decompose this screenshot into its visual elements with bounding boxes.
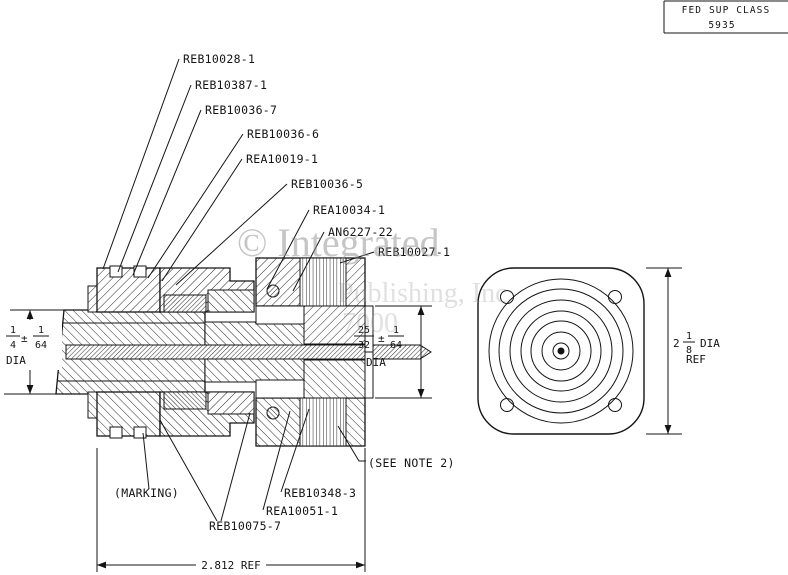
callout-label: (SEE NOTE 2) xyxy=(368,456,455,470)
dimension-length-value: 2.812 REF xyxy=(201,559,261,572)
watermark-line2: Publishing, Inc xyxy=(338,278,508,309)
clamp-ferrule xyxy=(207,289,255,313)
dimension-cable-suffix: DIA xyxy=(6,354,26,367)
dimension-front-denominator: 32 xyxy=(358,340,370,351)
seal-bushing xyxy=(163,294,207,313)
fed-sup-class-value: 5935 xyxy=(708,20,735,31)
mounting-hole xyxy=(608,290,622,304)
dimension-cable-denominator: 4 xyxy=(10,340,16,351)
leader-line xyxy=(132,109,202,276)
ring-circle xyxy=(520,310,602,392)
arrowhead xyxy=(664,425,672,434)
callout-labels: REB10028-1 REB10387-1 REB10036-7 REB1003… xyxy=(114,52,455,533)
callout-label: REB10027-1 xyxy=(378,245,450,259)
callout-label: AN6227-22 xyxy=(328,225,393,239)
leader-line xyxy=(339,251,375,264)
leader-line xyxy=(147,133,244,279)
callout-label: REB10387-1 xyxy=(195,78,267,92)
leader-line xyxy=(117,84,192,273)
cable-section xyxy=(55,309,432,395)
o-ring xyxy=(266,284,280,298)
arrowhead xyxy=(417,389,425,398)
center-conductor xyxy=(65,344,432,360)
dimension-cable-numerator: 1 xyxy=(10,325,16,336)
callout-label: REB10028-1 xyxy=(183,52,255,66)
ring-circle xyxy=(541,331,581,371)
dimension-cable-plusminus: ± xyxy=(21,332,28,345)
dimension-text-bg xyxy=(2,320,62,370)
knurl-band xyxy=(299,257,347,307)
dimension-front-suffix: DIA xyxy=(366,356,386,369)
dimension-flange-numerator: 1 xyxy=(686,331,692,342)
arrowhead xyxy=(417,306,425,315)
leader-line xyxy=(159,419,218,522)
callout-label: (MARKING) xyxy=(114,486,179,500)
mounting-hole xyxy=(500,398,514,412)
arrowhead xyxy=(356,561,365,569)
callout-label: REB10075-7 xyxy=(209,519,281,533)
watermark: © Integrated Publishing, Inc 7000 xyxy=(237,220,508,339)
leader-line xyxy=(161,158,243,282)
title-block: FED SUP CLASS 5935 xyxy=(663,0,788,34)
rear-ring xyxy=(87,285,98,313)
ring-circle xyxy=(509,299,613,403)
callout-label: REA10019-1 xyxy=(246,152,318,166)
leader-line xyxy=(102,58,180,270)
dimension-front-plusminus: ± xyxy=(378,332,385,345)
leader-line xyxy=(292,231,325,292)
leader-lines xyxy=(102,58,375,522)
dimensions: 1 4 ± 1 64 DIA 25 32 ± 1 64 DIA 2 1 8 DI… xyxy=(2,267,720,572)
arrowhead xyxy=(26,385,34,394)
leader-line xyxy=(280,408,310,493)
arrowhead xyxy=(664,268,672,277)
center-socket xyxy=(552,342,570,360)
front-insert xyxy=(303,305,366,345)
leader-line xyxy=(337,425,366,462)
callout-label: REB10036-5 xyxy=(291,177,363,191)
ring-circle xyxy=(498,288,624,414)
dimension-front-tol-denominator: 64 xyxy=(390,340,402,351)
dimension-flange-suffix: DIA xyxy=(700,337,720,350)
gland-notch xyxy=(109,265,123,278)
arrowhead xyxy=(97,561,106,569)
leader-line xyxy=(142,432,150,490)
connector-body-half xyxy=(87,257,374,353)
fed-sup-class-label: FED SUP CLASS xyxy=(682,5,771,16)
ring-circle xyxy=(530,320,592,382)
leader-line xyxy=(266,209,310,290)
dimension-front-tol-numerator: 1 xyxy=(393,325,399,336)
cross-section-view xyxy=(55,257,432,447)
watermark-line1: © Integrated xyxy=(237,220,440,265)
dimension-flange-ref: REF xyxy=(686,353,706,366)
leader-line xyxy=(220,412,251,522)
leader-line xyxy=(262,410,291,511)
dimension-front-numerator: 25 xyxy=(358,325,370,336)
dimension-cable-tol-numerator: 1 xyxy=(38,325,44,336)
callout-label: REB10036-7 xyxy=(205,103,277,117)
arrowhead xyxy=(26,310,34,319)
leader-line xyxy=(175,183,288,286)
callout-label: REA10034-1 xyxy=(313,203,385,217)
dimension-flange-denominator: 8 xyxy=(686,345,692,356)
dimension-flange-whole: 2 xyxy=(673,337,680,350)
end-view xyxy=(477,267,645,435)
dimension-cable-tol-denominator: 64 xyxy=(35,340,47,351)
callout-label: REA10051-1 xyxy=(266,504,338,518)
callout-label: REB10348-3 xyxy=(284,486,356,500)
ring-circle xyxy=(488,278,634,424)
watermark-line3: 7000 xyxy=(342,308,398,339)
center-pin-dot xyxy=(557,347,565,355)
callout-label: REB10036-6 xyxy=(247,127,319,141)
insulator xyxy=(255,305,305,325)
mounting-hole xyxy=(608,398,622,412)
